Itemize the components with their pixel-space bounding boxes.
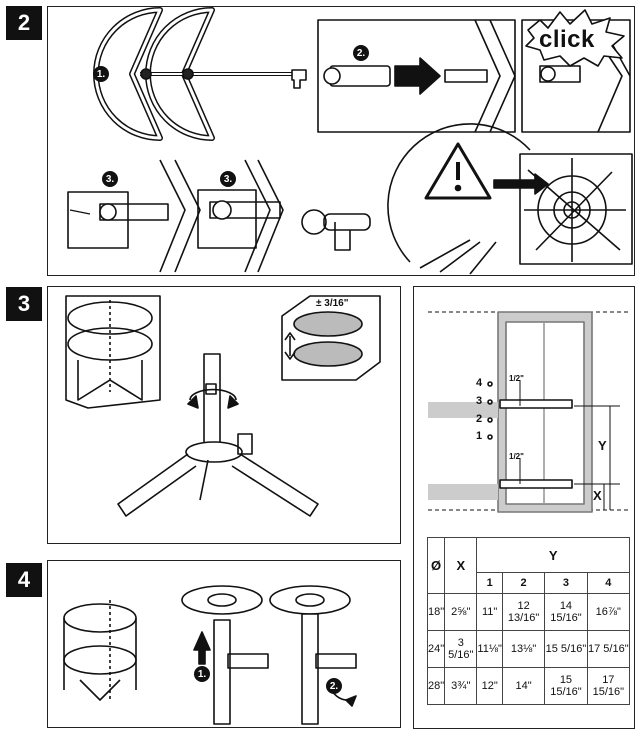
table-header-x: X: [444, 537, 478, 594]
table-cell: 18": [426, 593, 446, 631]
table-cell: 15 5/16": [544, 630, 588, 668]
table-cell: 16⅞": [586, 593, 631, 631]
table-subheader: 3: [544, 572, 588, 594]
table-subheader: 1: [476, 572, 503, 594]
table-cell: 11": [476, 593, 503, 631]
click-callout: click: [539, 26, 595, 53]
hole-label-4: 4: [476, 377, 483, 389]
hole-label-3: 3: [476, 395, 483, 407]
step-number-2: 2: [6, 6, 42, 40]
hole-label-1: 1: [476, 430, 483, 442]
table-header-y: Y: [476, 537, 630, 573]
table-row: 28" 3¾" 12" 14" 15 15/16" 17 15/16": [426, 667, 631, 705]
table-row: 18" 2⅝" 11" 12 13/16" 14 15/16" 16⅞": [426, 593, 631, 631]
table-cell: 24": [426, 630, 446, 668]
table-cell: 17 5/16": [586, 630, 631, 668]
table-cell: 3¾": [444, 667, 478, 705]
table-cell: 14": [501, 667, 546, 705]
badge-step-2-2: 2.: [353, 45, 369, 61]
hole-label-2: 2: [476, 413, 483, 425]
dim-y-label: Y: [598, 438, 607, 453]
table-cell: 12 13/16": [501, 593, 546, 631]
table-row: 24" 3 5/16" 11⅛" 13⅛" 15 5/16" 17 5/16": [426, 630, 631, 668]
table-header-diameter: Ø: [426, 537, 446, 594]
table-cell: 17 15/16": [586, 667, 631, 705]
badge-step-2-1: 1.: [93, 66, 109, 82]
table-cell: 13⅛": [501, 630, 546, 668]
badge-step-4-1: 1.: [194, 666, 210, 682]
table-subheader: 4: [586, 572, 631, 594]
dim-x-label: X: [593, 488, 602, 503]
dim-half-bottom: 1/2": [509, 452, 524, 461]
table-cell: 2⅝": [444, 593, 478, 631]
table-cell: 15 15/16": [544, 667, 588, 705]
table-subheader: 2: [501, 572, 546, 594]
table-cell: 14 15/16": [544, 593, 588, 631]
height-adjust-label: ± 3/16": [316, 298, 349, 309]
table-cell: 28": [426, 667, 446, 705]
table-cell: 11⅛": [476, 630, 503, 668]
step-number-3: 3: [6, 287, 42, 321]
badge-step-2-3a: 3.: [102, 171, 118, 187]
dimension-table: Ø X Y 1 2 3 4 18" 2⅝" 11" 12 13/16" 14 1…: [426, 537, 631, 705]
table-cell: 3 5/16": [444, 630, 478, 668]
badge-step-4-2: 2.: [326, 678, 342, 694]
table-cell: 12": [476, 667, 503, 705]
step-number-4: 4: [6, 563, 42, 597]
dim-half-top: 1/2": [509, 374, 524, 383]
badge-step-2-3b: 3.: [220, 171, 236, 187]
